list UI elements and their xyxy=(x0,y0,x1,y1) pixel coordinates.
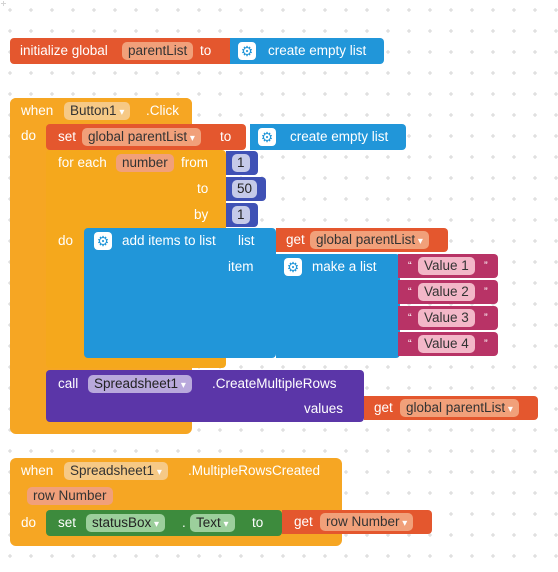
list-label: list xyxy=(238,233,255,248)
initialize-global-block[interactable]: initialize global parentList to xyxy=(10,38,236,64)
call-label: call xyxy=(58,376,79,391)
do-label: do xyxy=(21,128,37,143)
to-number-block[interactable]: 50 xyxy=(226,177,266,201)
by-label: by xyxy=(194,207,209,222)
open-quote-icon: “ xyxy=(408,312,412,324)
call-create-multiple-rows-block[interactable]: call Spreadsheet1 .CreateMultipleRows va… xyxy=(46,370,364,422)
set-global-block[interactable]: set global parentList to xyxy=(46,124,246,150)
component-dropdown-spreadsheet1[interactable]: Spreadsheet1 xyxy=(64,462,168,480)
from-number-block[interactable]: 1 xyxy=(226,151,258,175)
to-number-field[interactable]: 50 xyxy=(232,180,258,198)
loop-do-label: do xyxy=(58,233,74,248)
item-label: item xyxy=(228,259,254,274)
text-value-field[interactable]: Value 1 xyxy=(418,257,475,275)
add-items-to-list-block[interactable]: ⚙ add items to list list item xyxy=(84,228,276,358)
get-label: get xyxy=(374,400,393,415)
create-empty-list-block-2[interactable]: ⚙ create empty list xyxy=(250,124,406,150)
create-empty-list-label: create empty list xyxy=(290,129,389,144)
to-label: to xyxy=(200,43,212,58)
set-label: set xyxy=(58,129,77,144)
gear-icon[interactable]: ⚙ xyxy=(284,258,302,276)
property-dropdown[interactable]: Text xyxy=(190,514,235,532)
do-label: do xyxy=(21,515,37,530)
get-label: get xyxy=(294,514,313,529)
set-to-label: to xyxy=(220,129,232,144)
create-empty-list-block-1[interactable]: ⚙ create empty list xyxy=(230,38,384,64)
event-label: .Click xyxy=(146,103,179,118)
method-label: .CreateMultipleRows xyxy=(212,376,337,391)
text-block-value-3[interactable]: “ Value 3 ” xyxy=(398,306,498,330)
text-value-field[interactable]: Value 3 xyxy=(418,309,475,327)
get-label: get xyxy=(286,232,305,247)
set-statusbox-text-block[interactable]: set statusBox . Text to xyxy=(46,510,282,536)
text-block-value-4[interactable]: “ Value 4 ” xyxy=(398,332,498,356)
close-quote-icon: ” xyxy=(484,338,488,350)
global-var-name-field[interactable]: parentList xyxy=(122,42,194,60)
get-var-dropdown[interactable]: global parentList xyxy=(400,399,519,417)
loop-var-field[interactable]: number xyxy=(116,154,174,172)
values-label: values xyxy=(304,401,344,416)
gear-icon[interactable]: ⚙ xyxy=(94,232,112,250)
text-block-value-2[interactable]: “ Value 2 ” xyxy=(398,280,498,304)
open-quote-icon: “ xyxy=(408,286,412,298)
gear-icon[interactable]: ⚙ xyxy=(258,128,276,146)
close-quote-icon: ” xyxy=(484,312,488,324)
get-var-dropdown[interactable]: row Number xyxy=(320,513,414,531)
when-label: when xyxy=(21,463,54,478)
text-value-field[interactable]: Value 4 xyxy=(418,335,475,353)
from-number-field[interactable]: 1 xyxy=(232,154,250,172)
when-label: when xyxy=(21,103,54,118)
create-empty-list-label: create empty list xyxy=(268,43,367,58)
initialize-global-label: initialize global xyxy=(20,43,108,58)
get-var-dropdown[interactable]: global parentList xyxy=(310,231,429,249)
get-global-block-2[interactable]: get global parentList xyxy=(364,396,538,420)
dot-label: . xyxy=(182,515,186,530)
gear-icon[interactable]: ⚙ xyxy=(238,42,256,60)
by-number-field[interactable]: 1 xyxy=(232,206,250,224)
get-global-block[interactable]: get global parentList xyxy=(276,228,448,252)
text-block-value-1[interactable]: “ Value 1 ” xyxy=(398,254,498,278)
by-number-block[interactable]: 1 xyxy=(226,203,258,227)
statusbox-dropdown[interactable]: statusBox xyxy=(86,514,166,532)
make-a-list-block[interactable]: ⚙ make a list xyxy=(276,254,400,358)
spreadsheet1-dropdown[interactable]: Spreadsheet1 xyxy=(88,375,192,393)
to-label: to xyxy=(197,181,209,196)
open-quote-icon: “ xyxy=(408,260,412,272)
set-label: set xyxy=(58,515,77,530)
event-label: .MultipleRowsCreated xyxy=(188,463,321,478)
param-row-number[interactable]: row Number xyxy=(27,487,113,505)
text-value-field[interactable]: Value 2 xyxy=(418,283,475,301)
make-a-list-label: make a list xyxy=(312,259,377,274)
open-quote-icon: “ xyxy=(408,338,412,350)
component-dropdown-button1[interactable]: Button1 xyxy=(64,102,131,120)
close-quote-icon: ” xyxy=(484,260,488,272)
close-quote-icon: ” xyxy=(484,286,488,298)
from-label: from xyxy=(181,155,208,170)
add-items-label: add items to list xyxy=(122,233,216,248)
for-each-label: for each xyxy=(58,155,107,170)
set-var-dropdown[interactable]: global parentList xyxy=(82,128,201,146)
to-label: to xyxy=(252,515,264,530)
get-row-number-block[interactable]: get row Number xyxy=(282,510,432,534)
